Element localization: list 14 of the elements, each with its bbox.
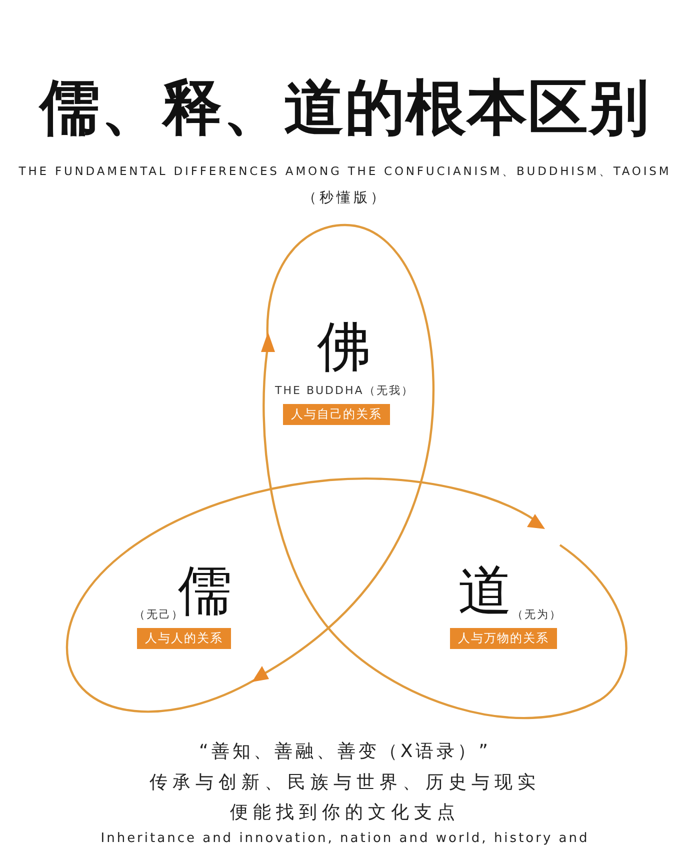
relation-tag: 人与自己的关系 <box>283 404 390 425</box>
english-text: Inheritance and innovation, nation and world, history and <box>100 830 590 848</box>
large-character: 佛 <box>317 318 371 376</box>
large-character: 道 <box>458 562 512 620</box>
relation-tag: 人与万物的关系 <box>450 628 557 649</box>
body-text: 便能找到你的文化支点 <box>229 801 461 825</box>
body-text: 传承与创新、民族与世界、历史与现实 <box>148 771 542 795</box>
subtitle: THE FUNDAMENTAL DIFFERENCES AMONG THE CONFUCIANISM、BUDDHISM、TAOISM <box>18 163 672 180</box>
subtitle-text: （无为） <box>512 608 562 622</box>
quote-text: “善知、善融、善变（X语录）” <box>198 740 492 764</box>
subtitle-note: （秒懂版） <box>302 189 388 208</box>
relation-tag: 人与人的关系 <box>137 628 231 649</box>
title: 儒、释、道的根本区别 <box>38 72 651 144</box>
subtitle-text: THE BUDDHA（无我） <box>275 384 414 398</box>
